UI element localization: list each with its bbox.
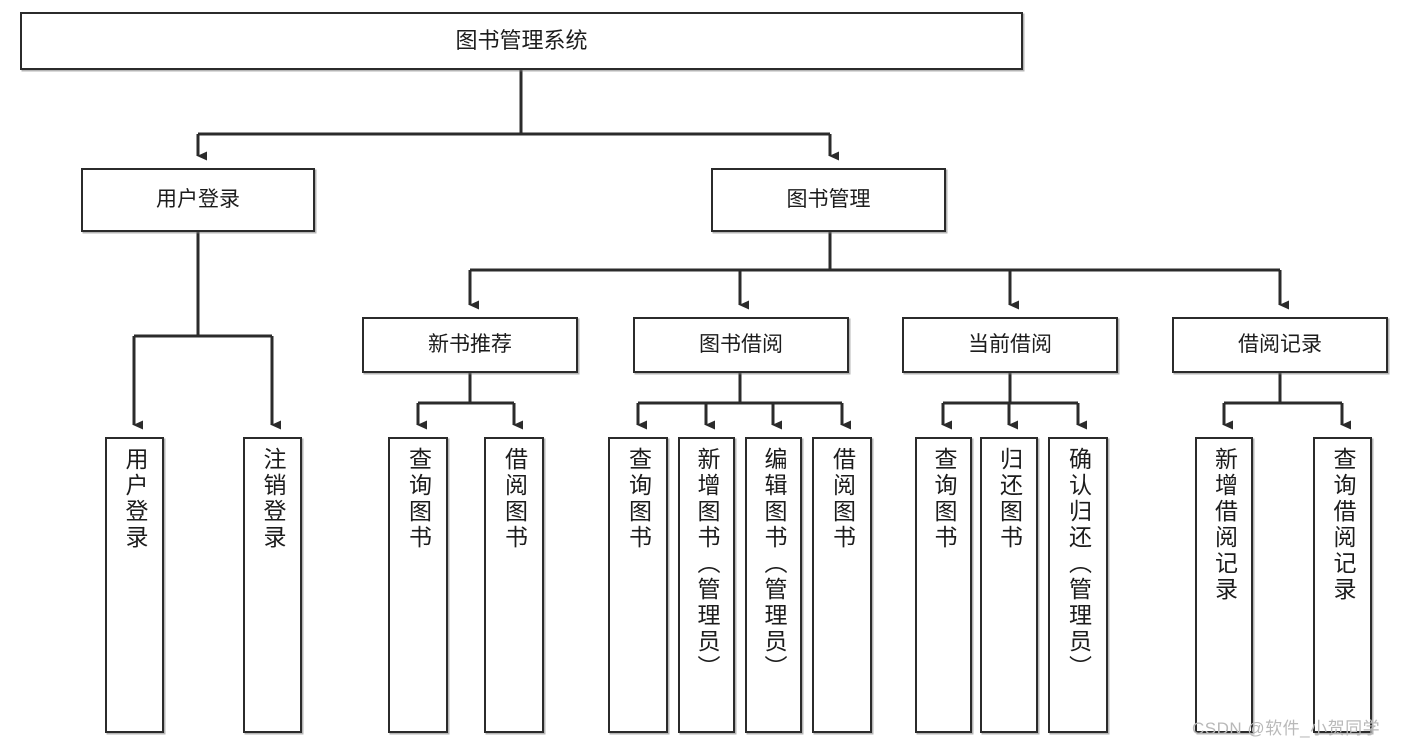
node-leaf-user-login[interactable]: 用户登录 <box>105 437 164 733</box>
node-leaf-add-record[interactable]: 新增借阅记录 <box>1195 437 1253 733</box>
node-leaf-borrow-book-2[interactable]: 借阅图书 <box>812 437 872 733</box>
node-leaf-borrow-book-2-label: 借阅图书 <box>829 447 856 551</box>
node-user-login[interactable]: 用户登录 <box>81 168 315 232</box>
node-leaf-edit-book-label: 编辑图书（管理员） <box>761 447 787 681</box>
node-root[interactable]: 图书管理系统 <box>20 12 1023 70</box>
node-leaf-query-record-label: 查询借阅记录 <box>1330 447 1356 603</box>
csdn-watermark: CSDN @软件_小贺同学 <box>1192 719 1381 738</box>
node-leaf-query-book-1-label: 查询图书 <box>405 447 432 551</box>
node-leaf-query-book-2-label: 查询图书 <box>625 447 652 551</box>
node-leaf-return-book-label: 归还图书 <box>996 447 1023 551</box>
node-leaf-confirm-return[interactable]: 确认归还（管理员） <box>1048 437 1108 733</box>
node-leaf-logout-label: 注销登录 <box>260 447 286 551</box>
node-book-borrow-label: 图书借阅 <box>699 333 783 357</box>
node-book-borrow[interactable]: 图书借阅 <box>633 317 849 373</box>
node-leaf-query-book-1[interactable]: 查询图书 <box>388 437 448 733</box>
node-leaf-confirm-return-label: 确认归还（管理员） <box>1065 447 1092 681</box>
node-leaf-edit-book[interactable]: 编辑图书（管理员） <box>745 437 802 733</box>
node-leaf-borrow-book-1[interactable]: 借阅图书 <box>484 437 544 733</box>
node-book-manage-label: 图书管理 <box>786 188 871 212</box>
node-leaf-borrow-book-1-label: 借阅图书 <box>501 447 528 551</box>
node-current-borrow[interactable]: 当前借阅 <box>902 317 1118 373</box>
node-leaf-query-book-3[interactable]: 查询图书 <box>915 437 972 733</box>
node-borrow-record-label: 借阅记录 <box>1238 333 1322 357</box>
node-leaf-add-book[interactable]: 新增图书（管理员） <box>678 437 735 733</box>
node-leaf-add-book-label: 新增图书（管理员） <box>694 447 720 681</box>
node-root-label: 图书管理系统 <box>455 27 588 53</box>
node-leaf-user-login-label: 用户登录 <box>122 447 148 551</box>
node-leaf-query-record[interactable]: 查询借阅记录 <box>1313 437 1372 733</box>
node-book-manage[interactable]: 图书管理 <box>711 168 946 232</box>
node-user-login-label: 用户登录 <box>156 188 240 212</box>
node-new-book-rec-label: 新书推荐 <box>428 333 512 357</box>
node-borrow-record[interactable]: 借阅记录 <box>1172 317 1388 373</box>
node-leaf-logout[interactable]: 注销登录 <box>243 437 302 733</box>
node-leaf-return-book[interactable]: 归还图书 <box>980 437 1038 733</box>
node-leaf-query-book-3-label: 查询图书 <box>931 447 957 551</box>
node-current-borrow-label: 当前借阅 <box>968 333 1052 357</box>
node-leaf-add-record-label: 新增借阅记录 <box>1211 447 1238 603</box>
node-leaf-query-book-2[interactable]: 查询图书 <box>608 437 668 733</box>
node-new-book-rec[interactable]: 新书推荐 <box>362 317 578 373</box>
